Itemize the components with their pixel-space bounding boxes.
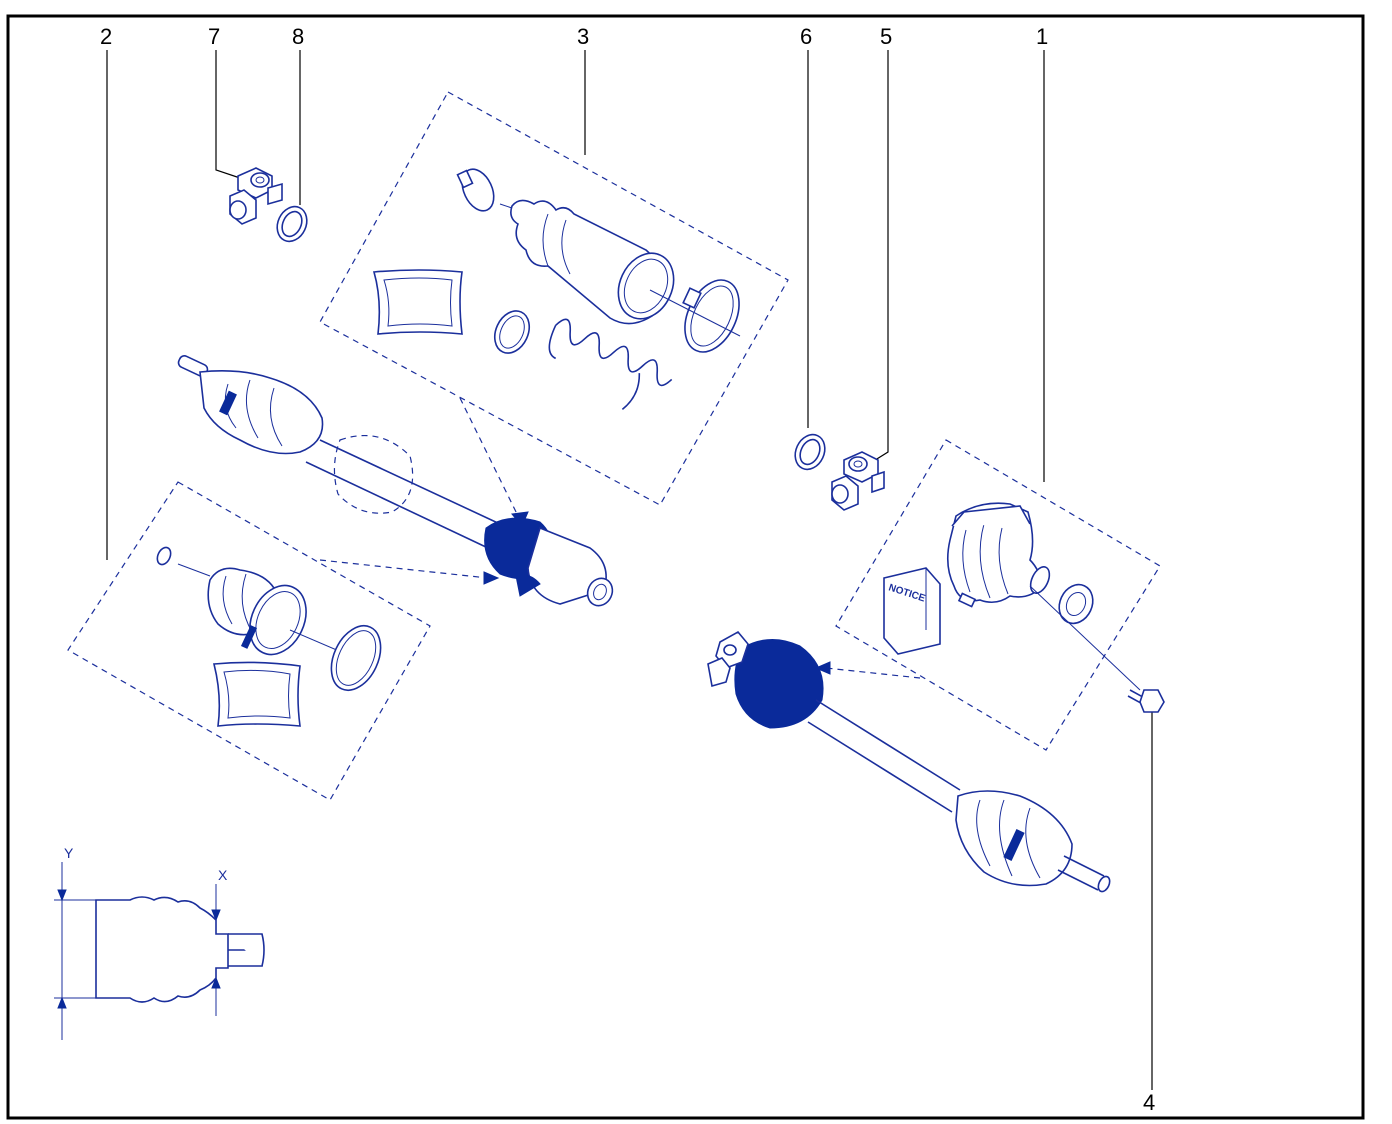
callout-label-1: 1	[1036, 24, 1048, 49]
callout-label-3: 3	[577, 24, 589, 49]
measurement-inset: Y X	[54, 845, 265, 1040]
notice-booklet: NOTICE	[883, 567, 941, 655]
callout-label-7: 7	[208, 24, 220, 49]
tripod-joint-5	[831, 451, 885, 511]
axis-y-label: Y	[64, 845, 74, 861]
callout-1: 1	[1036, 24, 1048, 482]
inner-boot-kit-3	[319, 91, 789, 506]
callout-label-4: 4	[1143, 1090, 1155, 1115]
inner-boot	[499, 199, 675, 325]
callout-label-6: 6	[800, 24, 812, 49]
callout-label-8: 8	[292, 24, 304, 49]
snap-ring-8	[276, 205, 308, 243]
callout-label-5: 5	[880, 24, 892, 49]
callout-2: 2	[100, 24, 112, 560]
callout-3: 3	[577, 24, 589, 155]
axis-x-label: X	[218, 867, 228, 883]
large-clamp	[649, 279, 741, 353]
callout-4: 4	[1143, 712, 1155, 1115]
callout-7: 7	[208, 24, 241, 179]
small-clamp	[456, 168, 495, 212]
outer-boot-kit-2	[67, 481, 431, 801]
left-cv-joint	[484, 517, 614, 607]
callout-8: 8	[292, 24, 304, 205]
spring	[548, 318, 673, 411]
snap-ring-6	[794, 433, 826, 471]
right-boot-kit-1: NOTICE	[835, 439, 1161, 751]
left-halfshaft	[177, 355, 501, 549]
callout-label-2: 2	[100, 24, 112, 49]
callout-6: 6	[800, 24, 812, 428]
bolt-4	[1127, 689, 1165, 713]
grease-packet	[372, 269, 463, 335]
tripod-joint-7	[229, 167, 283, 225]
right-halfshaft	[707, 630, 1111, 893]
callout-5: 5	[871, 24, 892, 463]
spacer-ring	[493, 310, 531, 354]
